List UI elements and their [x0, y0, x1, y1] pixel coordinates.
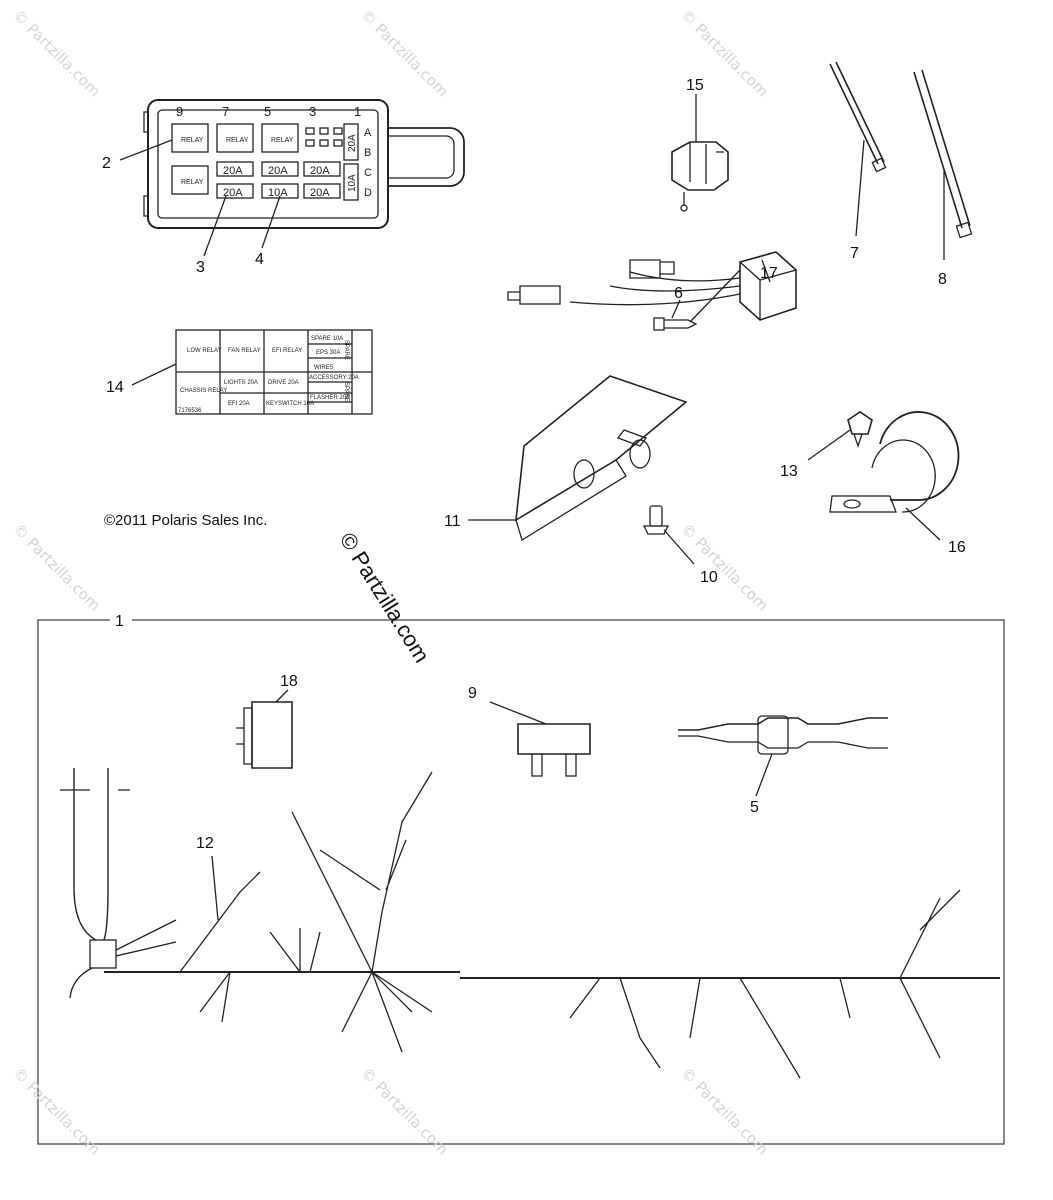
cavity-number: 3 — [309, 104, 316, 119]
fuse-label: 20A — [223, 165, 243, 177]
leader-line — [807, 429, 851, 461]
callout-12: 12 — [196, 835, 214, 852]
push-rivet — [642, 505, 670, 535]
fuse-card-cell: FLASHER 20A — [310, 395, 350, 401]
leader-line — [755, 753, 773, 797]
fuse-card-code: 7176536 — [178, 408, 202, 414]
fuse-label: 10A — [268, 187, 288, 199]
fuse-card-cell: SPARE 10A — [311, 336, 343, 342]
cable-tie-large — [913, 69, 973, 239]
callout-8: 8 — [938, 271, 947, 288]
side-fuse-label: 10A — [347, 174, 358, 192]
callout-14: 14 — [106, 379, 124, 396]
cavity-number: 5 — [264, 104, 271, 119]
side-fuse-label: 20A — [347, 134, 358, 152]
fuse-card-cell: LOW RELAY — [187, 348, 222, 354]
leader-line — [275, 689, 289, 703]
relay-label: RELAY — [226, 137, 249, 144]
callout-13: 13 — [780, 463, 798, 480]
callout-16: 16 — [948, 539, 966, 556]
callout-2: 2 — [102, 155, 111, 172]
p-clamp — [829, 411, 960, 513]
cavity-number: 7 — [222, 104, 229, 119]
callout-7: 7 — [850, 245, 859, 262]
callout-15: 15 — [686, 77, 704, 94]
callout-1: 1 — [115, 613, 124, 630]
fuse-card-cell: CHASSIS RELAY — [180, 388, 227, 394]
fuse-card-cell: ACCESSORY 20A — [309, 375, 359, 381]
leader-line — [203, 195, 227, 257]
fuse-card-cell: EPS 30A — [316, 350, 340, 356]
leader-line — [905, 507, 941, 541]
fuse-card-cell: EFI 20A — [228, 401, 250, 407]
fuse-label: 20A — [310, 165, 330, 177]
main-harness — [60, 768, 1000, 1079]
copyright-text: ©2011 Polaris Sales Inc. — [104, 512, 268, 529]
row-letter: D — [364, 187, 372, 199]
relay-label: RELAY — [181, 179, 204, 186]
fuse-card-cell: DRIVE 20A — [268, 380, 299, 386]
callout-5: 5 — [750, 799, 759, 816]
relay-part — [236, 701, 293, 769]
cable-tie-small — [829, 61, 887, 173]
leader-line — [761, 259, 771, 283]
fuse-label: 20A — [268, 165, 288, 177]
fuse-box: 9 7 5 3 1 RELAY RELAY RELAY RELAY 20A 20… — [143, 99, 465, 229]
fuse-card: LOW RELAY FAN RELAY EFI RELAY SPARE 10A … — [175, 329, 373, 415]
callout-10: 10 — [700, 569, 718, 586]
leader-line — [131, 363, 177, 386]
fuse-label: 20A — [310, 187, 330, 199]
connector-part — [671, 141, 729, 212]
callout-18: 18 — [280, 673, 298, 690]
fuse-card-cell: KEYSWITCH 10A — [266, 401, 314, 407]
circuit-breaker — [517, 723, 591, 777]
bolt-part — [847, 411, 873, 449]
fuse-card-cell: EFI RELAY — [272, 348, 302, 354]
row-letter: C — [364, 167, 372, 179]
leader-line — [489, 701, 547, 725]
row-letter: B — [364, 147, 371, 159]
relay-label: RELAY — [181, 137, 204, 144]
relay-label: RELAY — [271, 137, 294, 144]
screw-part — [653, 317, 698, 331]
callout-11: 11 — [444, 513, 461, 530]
row-letter: A — [364, 127, 372, 139]
leader-line — [261, 195, 281, 249]
cavity-number: 1 — [354, 104, 361, 119]
fuse-card-cell: SPARE — [343, 382, 349, 402]
callout-4: 4 — [255, 251, 264, 268]
harness-module — [507, 251, 797, 323]
bracket-part — [515, 375, 688, 541]
cavity-number: 9 — [176, 104, 183, 119]
leader-line — [663, 529, 695, 565]
fuse-card-cell: LIGHTS 20A — [224, 380, 258, 386]
callout-9: 9 — [468, 685, 477, 702]
fuse-card-cell: FAN RELAY — [228, 348, 261, 354]
inline-fuse-holder — [678, 715, 888, 755]
fuse-card-cell: SPARE — [343, 340, 349, 360]
callout-17: 17 — [760, 265, 778, 282]
leader-line — [119, 139, 173, 161]
fuse-card-cell: WIRES — [314, 365, 334, 371]
fuse-label: 20A — [223, 187, 243, 199]
harness-frame — [37, 619, 1005, 1145]
callout-3: 3 — [196, 259, 205, 276]
callout-6: 6 — [674, 285, 683, 302]
leader-line — [855, 139, 865, 237]
leader-line — [211, 855, 219, 921]
